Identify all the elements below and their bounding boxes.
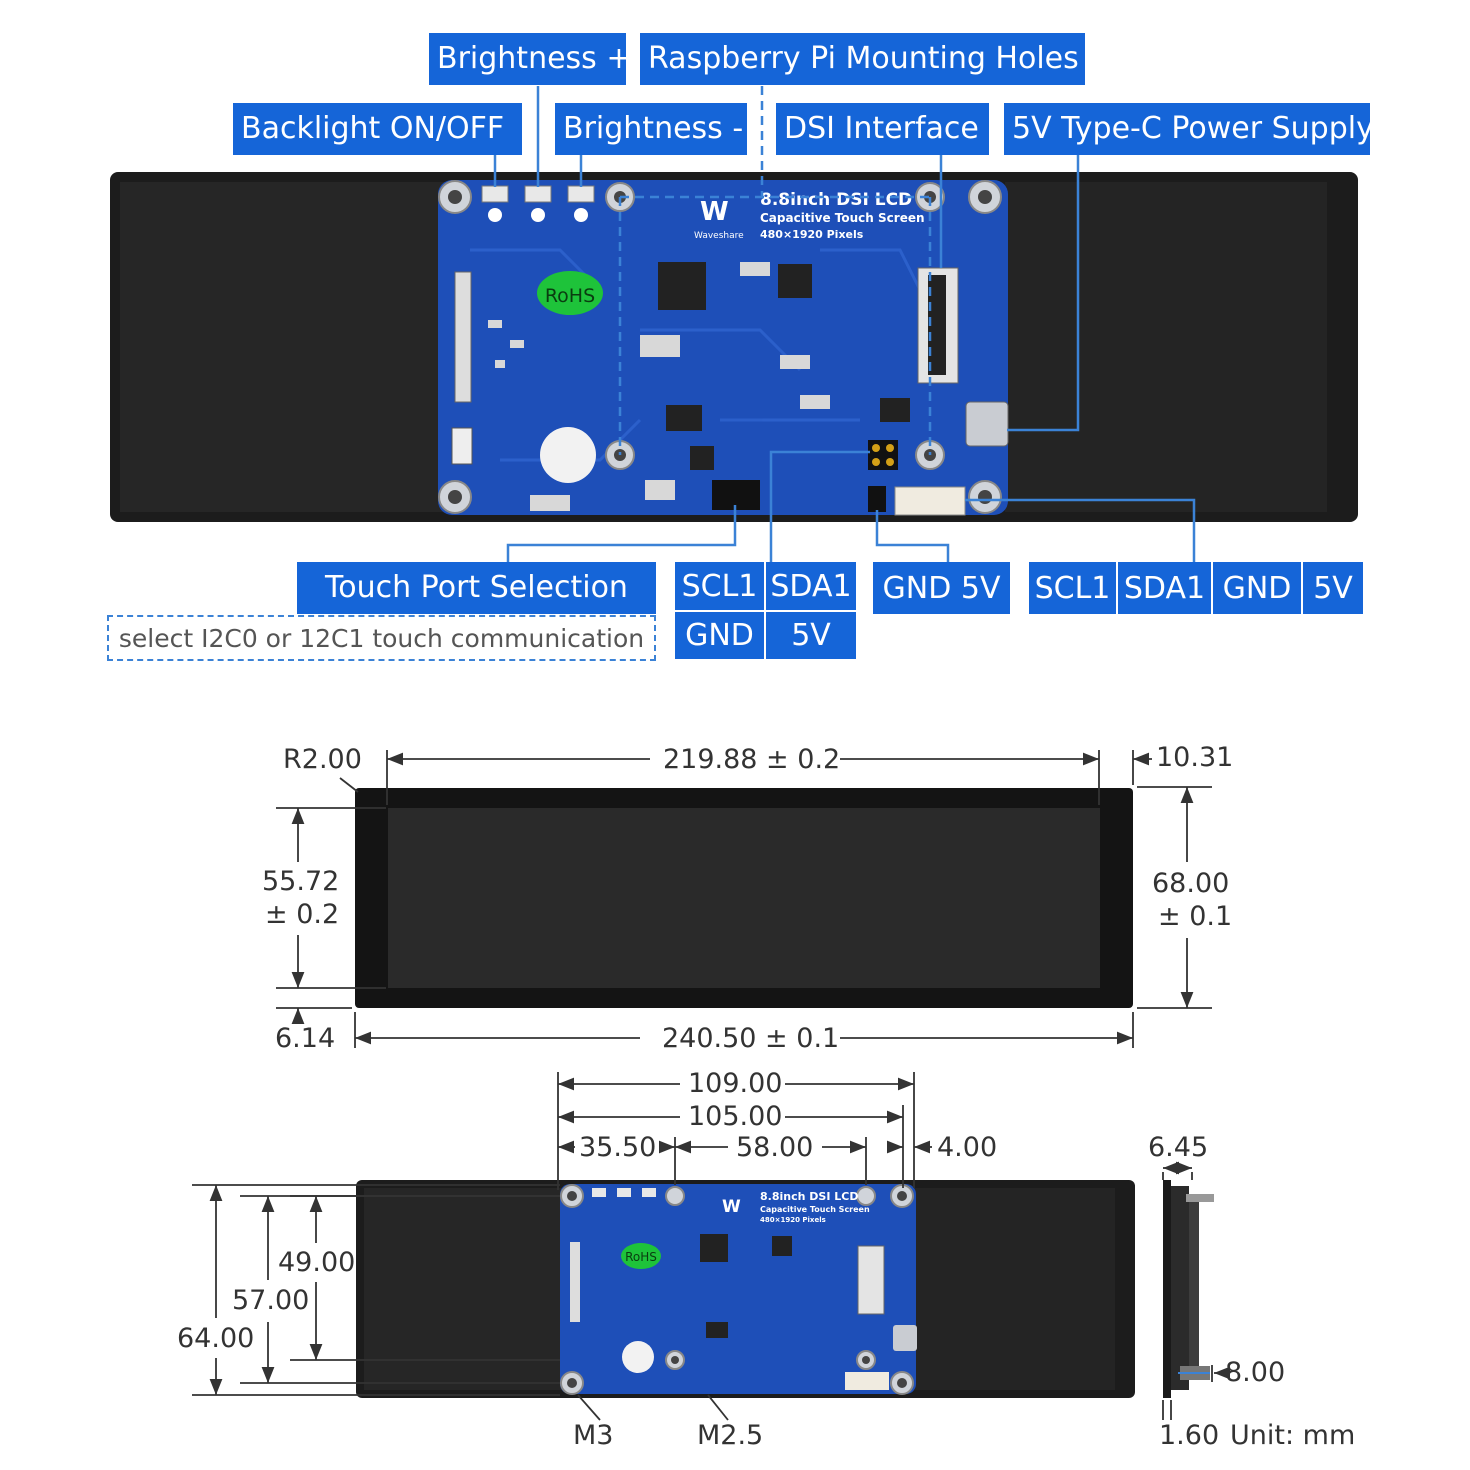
pin-grid-1-cell: SCL1 bbox=[675, 562, 764, 610]
rohs-text-bottom: RoHS bbox=[625, 1250, 657, 1264]
pin-gnd: GND bbox=[882, 570, 952, 606]
board-title-bottom: 8.8inch DSI LCD bbox=[760, 1190, 858, 1203]
pin-grid-3-cell: SDA1 bbox=[1118, 562, 1211, 614]
pin-grid-3: SCL1 SDA1 GND 5V bbox=[1029, 562, 1363, 614]
touch-port-note: select I2C0 or 12C1 touch communication bbox=[107, 615, 656, 661]
dim-total-height: 68.00 bbox=[1152, 868, 1230, 899]
pin-grid-3-cell: GND bbox=[1213, 562, 1301, 614]
dim-m25: M2.5 bbox=[697, 1420, 764, 1451]
dim-active-width: 219.88 ± 0.2 bbox=[663, 744, 841, 775]
pin-grid-1-cell: SDA1 bbox=[766, 562, 856, 610]
dim-105: 105.00 bbox=[688, 1101, 783, 1132]
dim-64: 64.00 bbox=[177, 1323, 255, 1354]
pin-grid-1-cell: GND bbox=[675, 612, 764, 659]
dim-active-height: 55.72 bbox=[262, 866, 340, 897]
dim-radius: R2.00 bbox=[283, 744, 362, 775]
pcb-bottom bbox=[560, 1184, 916, 1394]
board-brand-top: Waveshare bbox=[694, 231, 744, 241]
dim-active-height-tol: ± 0.2 bbox=[265, 899, 340, 930]
board-title-top: 8.8inch DSI LCD bbox=[760, 190, 912, 210]
dim-depth: 6.45 bbox=[1148, 1132, 1209, 1163]
qc-sticker bbox=[540, 427, 596, 483]
brightness-plus-label: Brightness + bbox=[429, 33, 631, 85]
waveshare-logo-top: W bbox=[700, 197, 729, 227]
dsi-interface-label: DSI Interface bbox=[776, 103, 989, 155]
rohs-logo bbox=[537, 271, 603, 315]
pin-grid-2-cell: GND 5V bbox=[873, 562, 1010, 614]
dim-109: 109.00 bbox=[688, 1068, 783, 1099]
active-area bbox=[388, 808, 1100, 988]
dim-8: 8.00 bbox=[1225, 1357, 1286, 1388]
pin-grid-1: SCL1 SDA1 GND 5V bbox=[675, 562, 856, 659]
dim-m3: M3 bbox=[573, 1420, 614, 1451]
touch-port-label: Touch Port Selection bbox=[297, 562, 656, 614]
side-view bbox=[1163, 1180, 1171, 1398]
pin-grid-2: GND 5V bbox=[873, 562, 1010, 614]
dim-35: 35.50 bbox=[579, 1132, 657, 1163]
backlight-label: Backlight ON/OFF bbox=[233, 103, 522, 155]
board-subtitle-bottom: Capacitive Touch Screen bbox=[760, 1205, 870, 1214]
dim-4: 4.00 bbox=[937, 1132, 998, 1163]
pin-grid-1-cell: 5V bbox=[766, 612, 856, 659]
brightness-minus-label: Brightness - bbox=[555, 103, 747, 155]
waveshare-logo-bottom: W bbox=[722, 1197, 741, 1217]
board-pixels-bottom: 480×1920 Pixels bbox=[760, 1216, 826, 1224]
dim-1-6: 1.60 bbox=[1159, 1420, 1220, 1451]
pin-5v: 5V bbox=[960, 570, 1001, 606]
usb-c-port bbox=[965, 401, 1009, 447]
mounting-holes-label: Raspberry Pi Mounting Holes bbox=[640, 33, 1085, 85]
power-supply-label: 5V Type-C Power Supply bbox=[1004, 103, 1374, 155]
dim-right-border: 10.31 bbox=[1156, 742, 1234, 773]
dim-bottom-border: 6.14 bbox=[275, 1023, 336, 1054]
unit-label: Unit: mm bbox=[1230, 1420, 1356, 1451]
board-subtitle-top: Capacitive Touch Screen bbox=[760, 211, 925, 225]
pin-grid-3-cell: SCL1 bbox=[1029, 562, 1116, 614]
dim-58: 58.00 bbox=[736, 1132, 814, 1163]
board-pixels-top: 480×1920 Pixels bbox=[760, 228, 864, 241]
rohs-text: RoHS bbox=[545, 285, 595, 307]
dim-total-height-tol: ± 0.1 bbox=[1158, 901, 1233, 932]
buttons-top bbox=[481, 185, 595, 203]
dim-49: 49.00 bbox=[278, 1247, 356, 1278]
pin-grid-3-cell: 5V bbox=[1303, 562, 1363, 614]
dim-total-width: 240.50 ± 0.1 bbox=[662, 1023, 840, 1054]
dim-57: 57.00 bbox=[232, 1285, 310, 1316]
